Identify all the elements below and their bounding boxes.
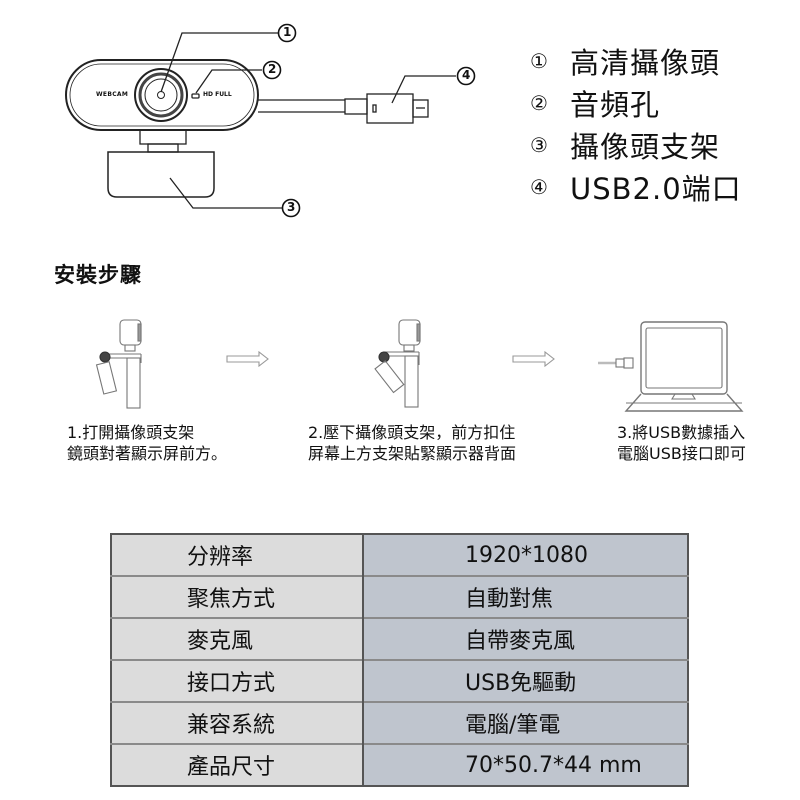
install-steps-illustrations <box>95 319 744 412</box>
table-row: 產品尺寸 70*50.7*44 mm <box>111 743 688 786</box>
legend-number: ③ <box>530 133 548 157</box>
spec-value: 自動對焦 <box>363 575 688 618</box>
legend-label: USB2.0端口 <box>570 172 742 206</box>
legend-item: ① 高清攝像頭 <box>530 40 742 82</box>
legend-item: ④ USB2.0端口 <box>530 166 742 208</box>
step3-laptop-icon <box>598 321 744 412</box>
spec-value: 70*50.7*44 mm <box>363 743 688 786</box>
table-row: 麥克風 自帶麥克風 <box>111 617 688 660</box>
legend-number: ④ <box>530 175 548 199</box>
legend-label: 攝像頭支架 <box>570 130 721 164</box>
table-row: 分辨率 1920*1080 <box>111 534 688 576</box>
spec-key: 產品尺寸 <box>111 743 364 786</box>
install-step-1: 1.打開攝像頭支架 鏡頭對著顯示屏前方。 <box>67 422 227 464</box>
spec-value: 自帶麥克風 <box>363 617 688 660</box>
parts-legend: ① 高清攝像頭 ② 音頻孔 ③ 攝像頭支架 ④ USB2.0端口 <box>530 40 742 208</box>
install-step-3: 3.將USB數據插入 電腦USB接口即可 <box>617 422 746 464</box>
spec-key: 接口方式 <box>111 659 364 702</box>
step-3-line-1: 3.將USB數據插入 <box>617 423 746 442</box>
spec-key: 聚焦方式 <box>111 575 364 618</box>
callout-4-number: 4 <box>462 68 471 82</box>
step-3-line-2: 電腦USB接口即可 <box>617 444 746 463</box>
spec-key: 兼容系統 <box>111 701 364 744</box>
step-2-line-2: 屏幕上方支架貼緊顯示器背面 <box>308 444 517 463</box>
spec-value: 1920*1080 <box>363 534 688 576</box>
spec-key: 麥克風 <box>111 617 364 660</box>
webcam-diagram <box>65 23 476 218</box>
table-row: 兼容系統 電腦/筆電 <box>111 701 688 744</box>
legend-label: 音頻孔 <box>570 88 661 122</box>
hd-indicator-label: HD FULL <box>203 91 232 98</box>
legend-label: 高清攝像頭 <box>570 46 721 80</box>
step2-webcam-icon <box>374 319 421 408</box>
install-step-2: 2.壓下攝像頭支架，前方扣住 屏幕上方支架貼緊顯示器背面 <box>308 422 516 464</box>
spec-value: 電腦/筆電 <box>363 701 688 744</box>
legend-item: ③ 攝像頭支架 <box>530 124 742 166</box>
step-1-line-2: 鏡頭對著顯示屏前方。 <box>67 444 228 463</box>
step1-webcam-icon <box>95 319 142 409</box>
spec-key: 分辨率 <box>111 534 364 576</box>
legend-number: ① <box>530 49 548 73</box>
table-row: 聚焦方式 自動對焦 <box>111 575 688 618</box>
step-2-line-1: 2.壓下攝像頭支架，前方扣住 <box>308 423 516 442</box>
legend-number: ② <box>530 91 548 115</box>
spec-value: USB免驅動 <box>363 659 688 702</box>
callout-3-number: 3 <box>287 200 296 214</box>
legend-item: ② 音頻孔 <box>530 82 742 124</box>
callout-1-number: 1 <box>283 25 292 39</box>
callout-2-number: 2 <box>268 62 277 76</box>
webcam-brand-label: WEBCAM <box>96 91 129 98</box>
spec-table: 分辨率 1920*1080 聚焦方式 自動對焦 麥克風 自帶麥克風 接口方式 U… <box>110 533 689 787</box>
table-row: 接口方式 USB免驅動 <box>111 659 688 702</box>
step-1-line-1: 1.打開攝像頭支架 <box>67 423 195 442</box>
install-steps-heading: 安裝步驟 <box>54 263 142 287</box>
